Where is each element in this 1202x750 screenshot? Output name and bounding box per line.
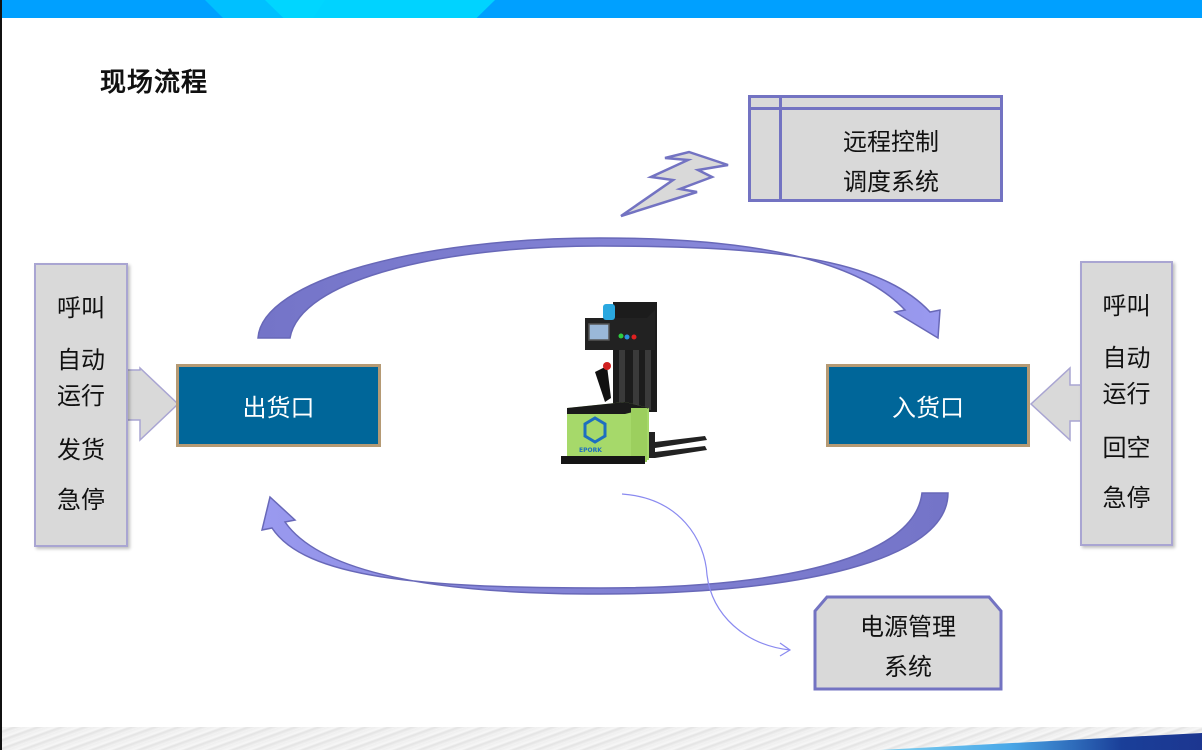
remote-box-line-1: 远程控制	[843, 128, 939, 156]
forklift-agv-icon: EPORK	[561, 302, 707, 464]
box-divider	[779, 98, 782, 199]
power-management-box: 电源管理 系统	[813, 595, 1003, 691]
inbound-port-node: 入货口	[826, 364, 1030, 447]
power-box-line-2: 系统	[884, 653, 932, 681]
forklift-brand-text: EPORK	[579, 447, 602, 454]
remote-dispatch-system-box: 远程控制 调度系统	[748, 95, 1003, 202]
left-panel-item-estop: 急停	[57, 486, 105, 514]
left-panel-item-call: 呼叫	[57, 294, 105, 322]
left-panel-item-auto: 自动	[57, 346, 105, 374]
right-command-panel: 呼叫 自动 运行 回空 急停	[1080, 261, 1173, 546]
box-divider	[751, 107, 1000, 110]
power-box-line-1: 电源管理	[860, 613, 956, 641]
footer-texture-strip	[0, 727, 1202, 750]
right-panel-item-run: 运行	[1102, 380, 1151, 408]
left-panel-item-ship: 发货	[57, 436, 105, 464]
left-command-panel: 呼叫 自动 运行 发货 急停	[34, 263, 128, 547]
top-flow-arrow-icon	[257, 237, 941, 340]
banner-facet	[265, 0, 495, 18]
left-panel-item-run: 运行	[57, 382, 105, 410]
inbound-port-label: 入货口	[892, 394, 964, 422]
right-panel-arrow-icon	[1029, 366, 1083, 442]
outbound-port-label: 出货口	[242, 394, 315, 422]
top-banner	[0, 0, 1202, 18]
bottom-flow-arrow-icon	[260, 492, 949, 595]
power-connector-arrow-icon	[621, 493, 792, 657]
outbound-port-node: 出货口	[176, 364, 381, 447]
right-panel-item-auto: 自动	[1102, 344, 1151, 372]
left-edge-border	[0, 0, 2, 750]
left-panel-arrow-icon	[125, 366, 180, 442]
lightning-bolt-icon	[620, 150, 729, 218]
right-panel-item-return-empty: 回空	[1102, 434, 1151, 462]
remote-box-line-2: 调度系统	[843, 168, 939, 196]
right-panel-item-call: 呼叫	[1102, 292, 1151, 320]
right-panel-item-estop: 急停	[1102, 484, 1151, 512]
page-title: 现场流程	[100, 68, 209, 98]
